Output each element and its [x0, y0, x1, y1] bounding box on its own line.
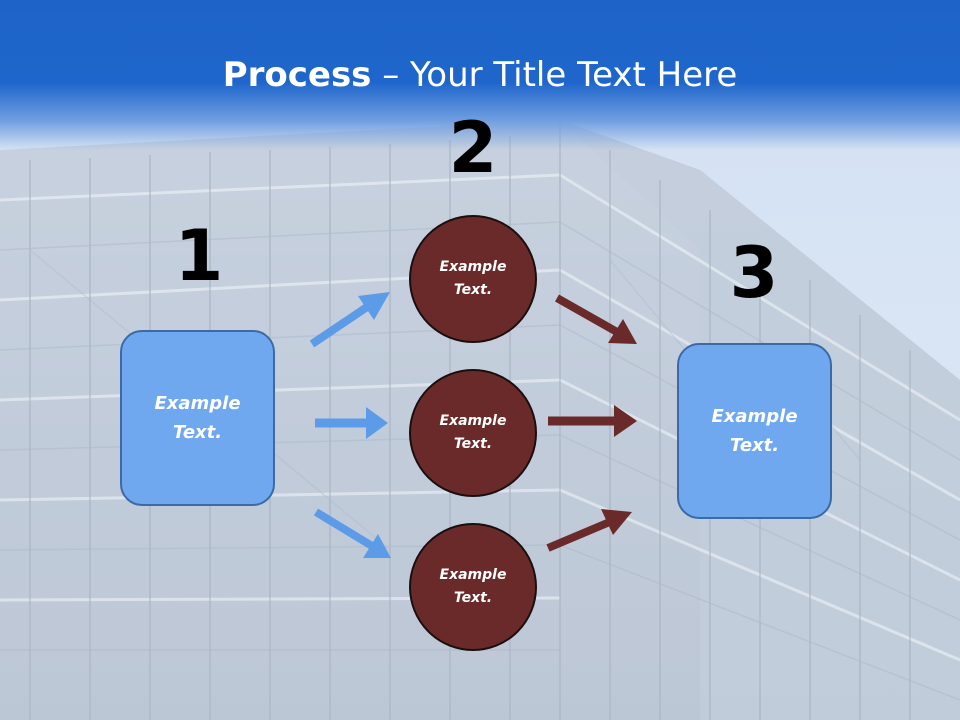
- header-band: [0, 0, 960, 150]
- step-number-2: 2: [448, 107, 498, 189]
- step-2-circle-middle: Example Text.: [409, 369, 537, 497]
- title-bold-part: Process: [222, 55, 372, 95]
- step-number-3: 3: [729, 232, 779, 314]
- step-2-circle-top: Example Text.: [409, 215, 537, 343]
- title-rest-part: – Your Title Text Here: [371, 55, 738, 95]
- step-number-1: 1: [174, 215, 224, 297]
- step-1-box: Example Text.: [120, 330, 275, 506]
- step-2-circle-bottom: Example Text.: [409, 523, 537, 651]
- step-3-box: Example Text.: [677, 343, 832, 519]
- slide-title: Process – Your Title Text Here: [0, 54, 960, 96]
